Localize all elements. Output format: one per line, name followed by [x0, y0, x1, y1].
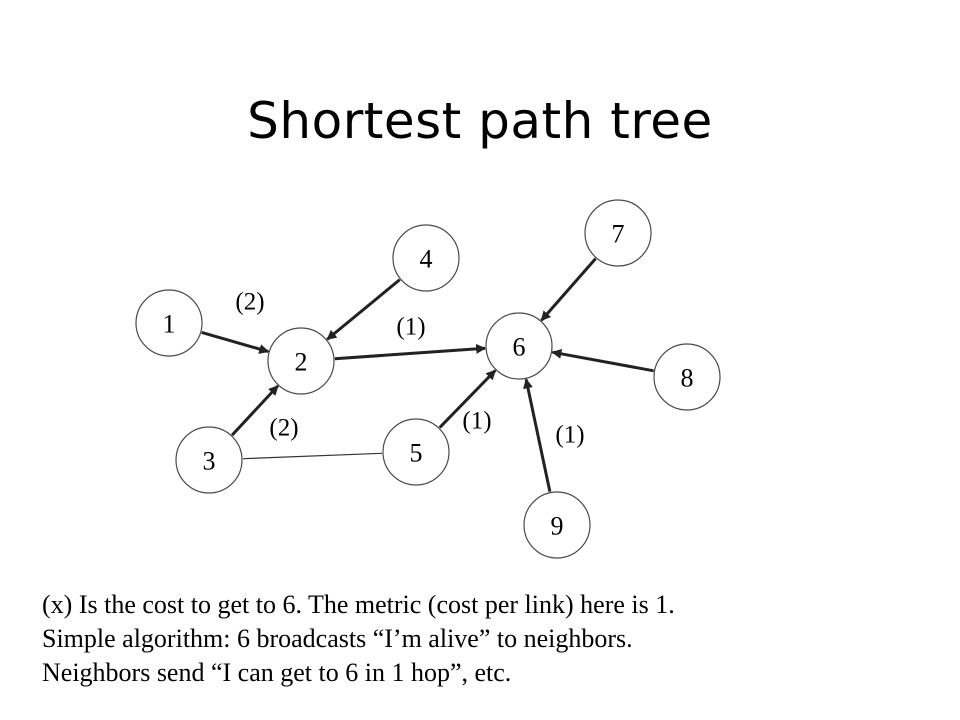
- cost-label-node5: (1): [462, 408, 491, 435]
- cost-label-node9: (1): [555, 422, 584, 449]
- caption-line-1: (x) Is the cost to get to 6. The metric …: [42, 590, 675, 619]
- node-1-label: 1: [163, 310, 176, 339]
- cost-label-node2: (1): [396, 314, 425, 341]
- node-7: 7: [584, 199, 652, 267]
- node-8: 8: [653, 343, 721, 411]
- node-5-label: 5: [410, 439, 423, 468]
- node-7-circle: [584, 199, 652, 267]
- edge-9-to-6: [523, 378, 552, 493]
- nodes-layer: 1 2 3 4 5 6 7 8 9: [135, 199, 721, 559]
- node-2-circle: [267, 327, 335, 395]
- node-5: 5: [382, 418, 450, 486]
- node-2-label: 2: [295, 348, 308, 377]
- cost-label-node3: (2): [269, 415, 298, 442]
- node-4-circle: [392, 224, 460, 292]
- edge-8-to-6: [551, 348, 654, 373]
- node-4-label: 4: [420, 245, 433, 274]
- node-6: 6: [485, 312, 553, 380]
- node-6-label: 6: [513, 333, 526, 362]
- edge-7-to-6: [540, 257, 597, 322]
- node-1: 1: [135, 289, 203, 357]
- slide-title: Shortest path tree: [247, 92, 713, 150]
- node-3-label: 3: [203, 447, 216, 476]
- node-9: 9: [523, 491, 591, 559]
- caption-line-3: Neighbors send “I can get to 6 in 1 hop”…: [42, 658, 512, 687]
- node-6-circle: [485, 312, 553, 380]
- node-3-circle: [175, 426, 243, 494]
- node-4: 4: [392, 224, 460, 292]
- edge-3-to-5: [242, 452, 383, 460]
- cost-labels-layer: (2) (2) (1) (1) (1): [235, 289, 584, 449]
- edge-4-to-2: [326, 278, 401, 341]
- edge-3-to-2: [231, 384, 279, 437]
- node-5-circle: [382, 418, 450, 486]
- edge-1-to-2: [201, 330, 270, 354]
- edges-layer: [201, 257, 654, 493]
- node-9-label: 9: [551, 512, 564, 541]
- node-9-circle: [523, 491, 591, 559]
- node-7-label: 7: [612, 220, 625, 249]
- node-1-circle: [135, 289, 203, 357]
- node-3: 3: [175, 426, 243, 494]
- caption-line-2: Simple algorithm: 6 broadcasts “I’m aliv…: [42, 624, 633, 653]
- edge-2-to-6: [334, 343, 487, 361]
- edge-5-to-6: [438, 369, 497, 429]
- node-8-label: 8: [681, 364, 694, 393]
- node-2: 2: [267, 327, 335, 395]
- node-8-circle: [653, 343, 721, 411]
- cost-label-node1: (2): [235, 289, 264, 316]
- caption: (x) Is the cost to get to 6. The metric …: [42, 588, 942, 690]
